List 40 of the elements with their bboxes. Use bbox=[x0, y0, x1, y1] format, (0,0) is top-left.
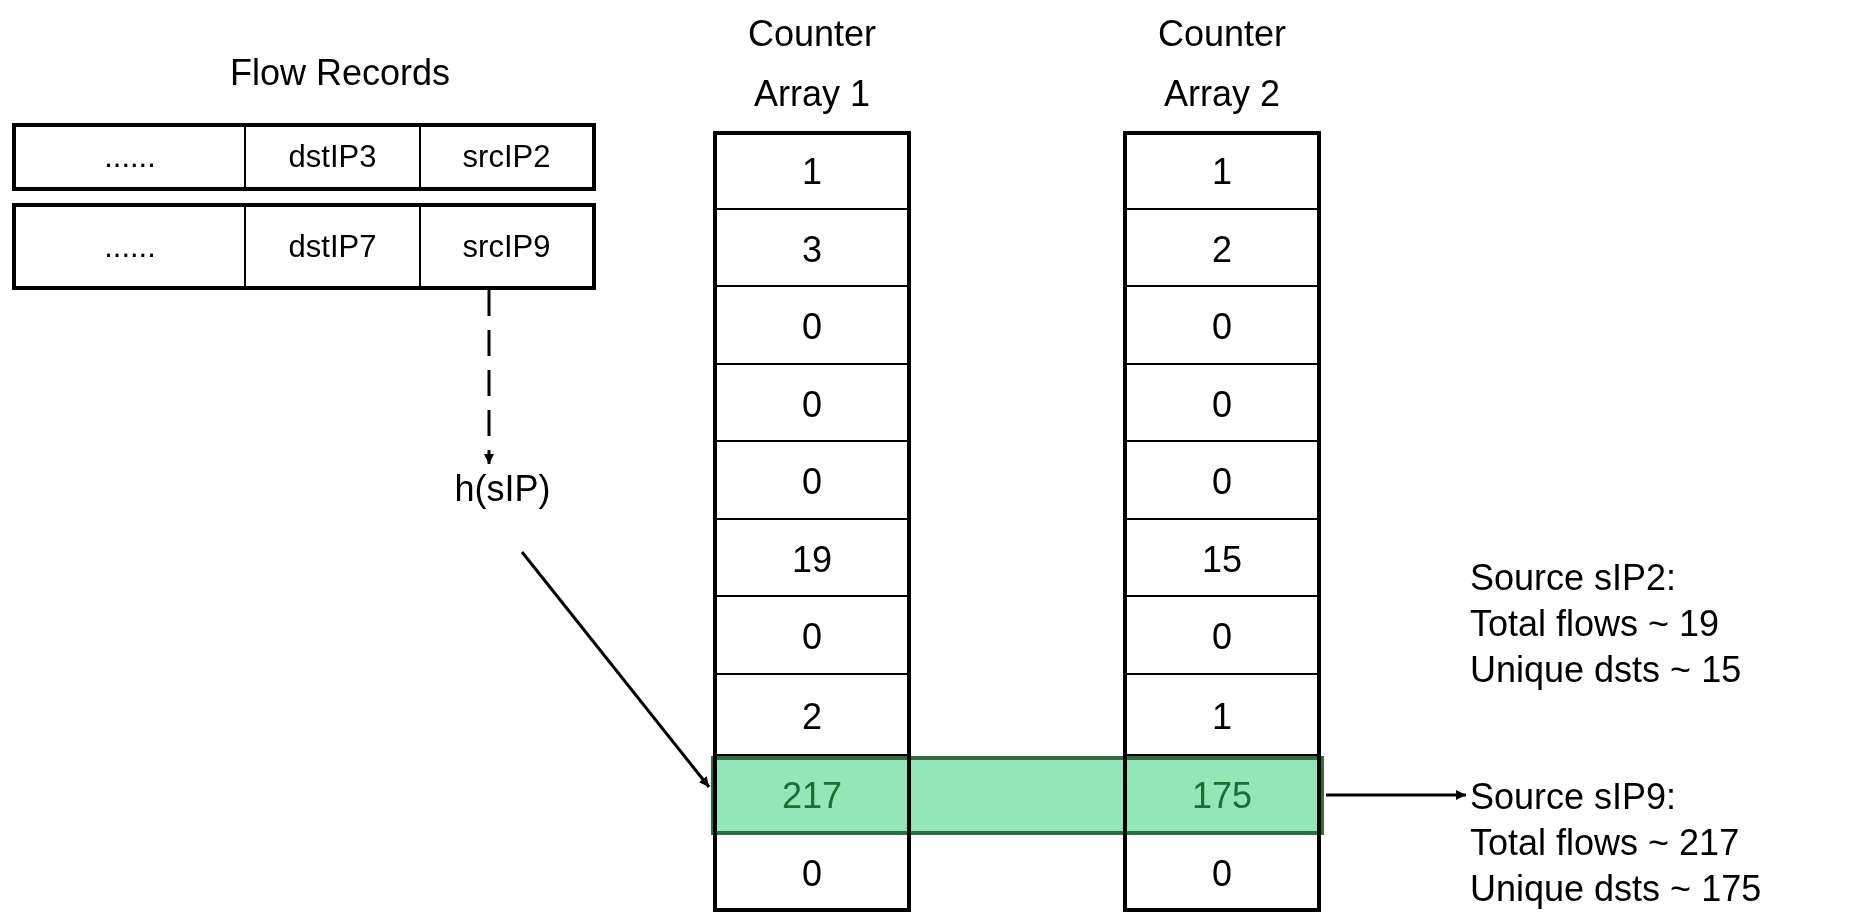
note-text: Total flows ~ 19 bbox=[1470, 602, 1721, 646]
counter-cell: 0 bbox=[717, 839, 907, 908]
column-heading: Counter Array 1 bbox=[746, 12, 878, 116]
table-cell-text: ...... bbox=[103, 227, 157, 266]
table-cell: dstIP3 bbox=[244, 127, 419, 187]
record-row bbox=[12, 123, 596, 191]
hash-function-text: h(sIP) bbox=[450, 466, 555, 510]
table-cell-text: ...... bbox=[103, 138, 157, 176]
counter-cell: 0 bbox=[717, 601, 907, 675]
note-text: Source sIP2: bbox=[1470, 556, 1678, 600]
counter-cell: 0 bbox=[1127, 839, 1317, 908]
note-text: Unique dsts ~ 175 bbox=[1470, 867, 1763, 911]
counter-cell: 0 bbox=[1127, 446, 1317, 520]
counter-cell: 1 bbox=[1127, 135, 1317, 210]
arrow bbox=[484, 290, 494, 464]
arrow bbox=[1326, 790, 1466, 800]
table-cell: srcIP9 bbox=[419, 207, 592, 286]
counter-cell: 19 bbox=[717, 524, 907, 597]
arrow bbox=[520, 551, 711, 788]
table-title: Flow Records bbox=[228, 51, 452, 95]
table-cell: dstIP7 bbox=[244, 207, 419, 286]
counter-cell: 217 bbox=[717, 760, 907, 831]
note-text: Source sIP9: bbox=[1470, 775, 1678, 819]
counter-cell: 0 bbox=[1127, 601, 1317, 675]
record-row bbox=[12, 203, 596, 290]
counter-cell: 3 bbox=[717, 214, 907, 287]
counter-cell: 0 bbox=[1127, 291, 1317, 365]
counter-cell: 0 bbox=[717, 291, 907, 365]
counter-cell: 2 bbox=[1127, 214, 1317, 287]
highlight-band bbox=[711, 756, 1324, 835]
table-cell: srcIP2 bbox=[419, 127, 592, 187]
counter-cell: 0 bbox=[1127, 369, 1317, 442]
column-heading: Counter Array 2 bbox=[1156, 12, 1288, 116]
note-text: Unique dsts ~ 15 bbox=[1470, 648, 1743, 692]
note-text: Total flows ~ 217 bbox=[1470, 821, 1741, 865]
counter-cell: 0 bbox=[717, 369, 907, 442]
counter-cell: 175 bbox=[1127, 760, 1317, 831]
counter-cell: 1 bbox=[717, 135, 907, 210]
counter-cell: 15 bbox=[1127, 524, 1317, 597]
counter-cell: 0 bbox=[717, 446, 907, 520]
